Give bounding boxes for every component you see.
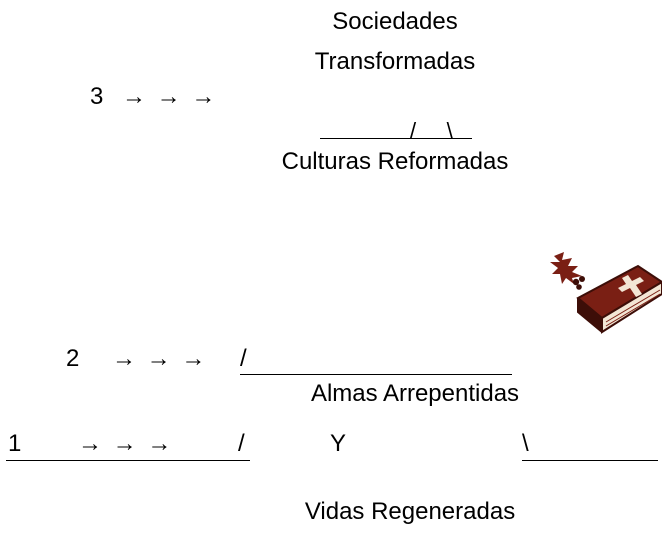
- level1-backslash: \: [522, 430, 529, 457]
- level1-label: Vidas Regeneradas: [304, 498, 516, 525]
- level2-slash: /: [240, 345, 247, 372]
- top-label-line2: Transformadas: [314, 48, 476, 75]
- level1-arrows: → → →: [78, 430, 174, 457]
- level3-line: [320, 138, 472, 139]
- level1-y: Y: [330, 430, 347, 457]
- level1-left-line: [6, 460, 250, 461]
- level3-marks: / \: [410, 118, 453, 143]
- level2-label: Almas Arrepentidas: [310, 380, 520, 407]
- level1-slash: /: [238, 430, 245, 457]
- bible-with-holly-icon: [550, 252, 662, 334]
- top-label-line1: Sociedades: [332, 8, 458, 35]
- level1-number: 1: [8, 430, 22, 457]
- level3-arrows: → → →: [122, 83, 218, 110]
- level3-number: 3: [90, 83, 104, 110]
- level1-right-line: [522, 460, 658, 461]
- level2-arrows: → → →: [112, 345, 208, 372]
- level2-number: 2: [66, 345, 80, 372]
- level2-line: [240, 374, 512, 375]
- level3-label: Culturas Reformadas: [281, 148, 509, 175]
